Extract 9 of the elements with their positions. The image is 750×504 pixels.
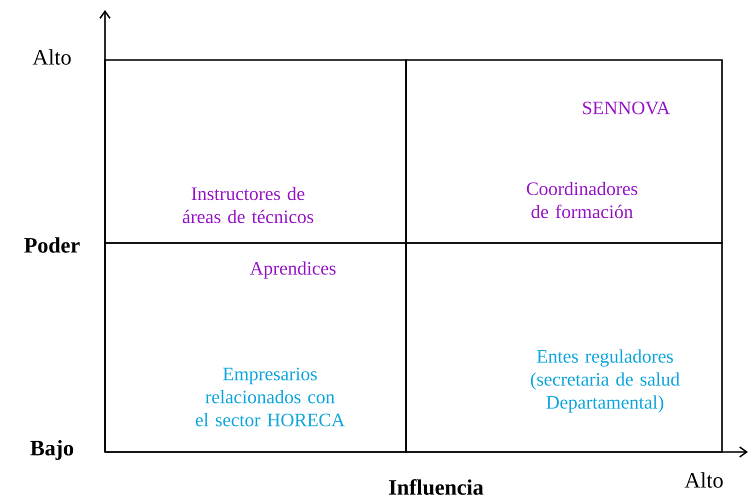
- axis-label: Bajo: [30, 440, 74, 460]
- axis-label: Influencia: [389, 479, 484, 495]
- axis-label: Poder: [24, 237, 80, 253]
- quadrant-box: Entes reguladores (secretaria de salud Departamental): [405, 242, 723, 453]
- axis-label: Alto: [32, 49, 71, 65]
- quadrant-box: Instructores de áreas de técnicos: [104, 59, 407, 244]
- quadrant-box: SENNOVA Coordinadores de formación: [405, 59, 723, 244]
- axis-label: Alto: [684, 472, 723, 488]
- quadrant-box: Aprendices Empresarios relacionados con el sector HORECA: [104, 242, 407, 453]
